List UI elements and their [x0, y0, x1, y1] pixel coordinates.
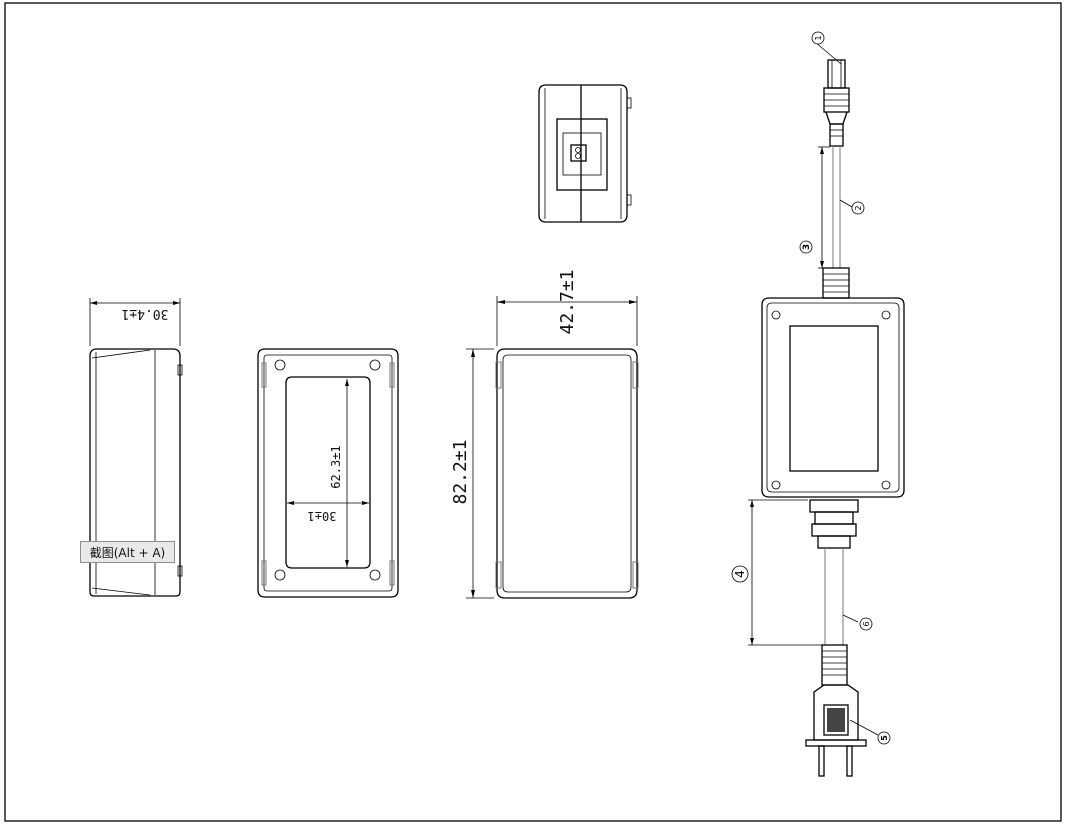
callout-2: 2	[851, 201, 865, 215]
back-inner-width-dimension: 30±1	[308, 509, 337, 523]
front-height-dimension: 82.2±1	[450, 439, 471, 504]
callout-4: 4	[731, 565, 749, 583]
svg-text:3: 3	[802, 244, 812, 250]
side-view: 30.4±1	[89, 298, 183, 597]
cable-assembly	[748, 41, 905, 777]
callout-6: 6	[859, 617, 873, 631]
front-width-dimension: 42.7±1	[557, 269, 578, 334]
callout-3: 3	[799, 240, 813, 254]
svg-text:6: 6	[862, 621, 871, 626]
end-view	[538, 84, 632, 223]
back-inner-height-dimension: 62.3±1	[329, 445, 343, 488]
screenshot-shortcut-tooltip: 截图(Alt + A)	[80, 541, 175, 563]
svg-text:5: 5	[880, 735, 889, 741]
back-view: 62.3±1 30±1	[257, 348, 399, 598]
svg-text:4: 4	[733, 570, 747, 578]
drawing-frame	[4, 2, 1062, 822]
svg-text:2: 2	[854, 205, 863, 210]
front-view: 42.7±1 82.2±1	[450, 269, 639, 599]
callout-5: 5	[877, 731, 891, 745]
svg-text:1: 1	[814, 35, 823, 40]
callout-1: 1	[811, 31, 825, 45]
side-depth-dimension: 30.4±1	[122, 306, 169, 321]
